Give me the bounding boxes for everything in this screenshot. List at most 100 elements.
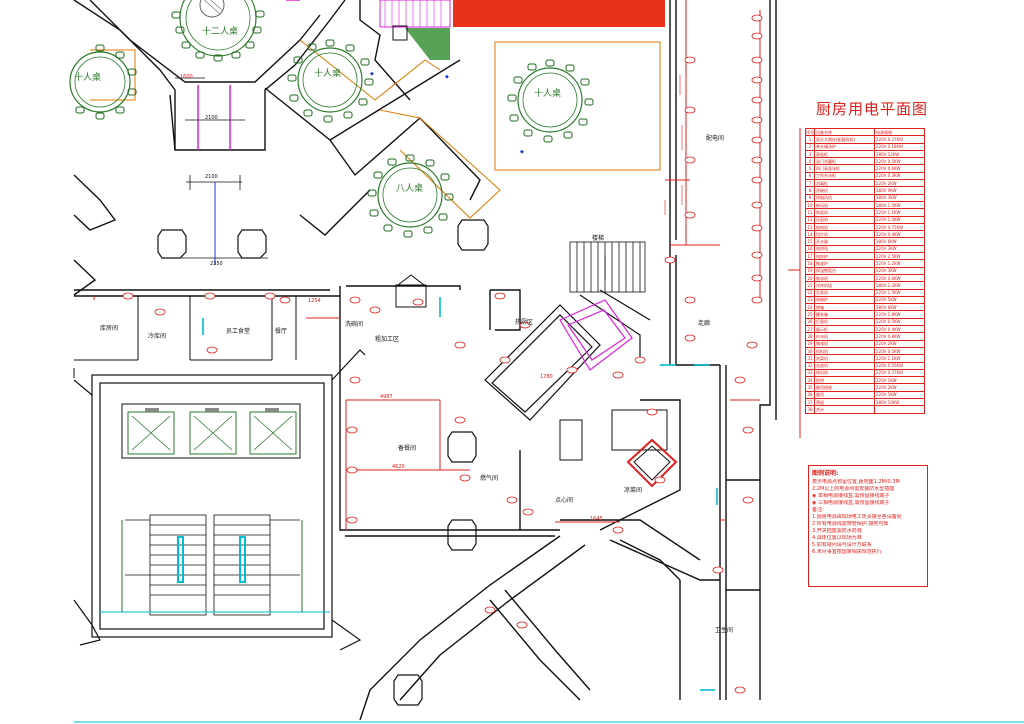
equipment-cell-no: 36: [805, 390, 815, 400]
equipment-cell-no: 16: [805, 244, 815, 254]
equipment-cell-spec: 380V 2.2KW: [874, 281, 925, 290]
equipment-cell-name: 工作台冰柜: [814, 171, 875, 181]
room-label-cooking: 热厨区: [515, 318, 533, 326]
outlet-markers: [122, 14, 763, 694]
equipment-cell-no: 25: [805, 310, 815, 319]
equipment-cell-no: 7: [805, 179, 815, 188]
table-label: 八人桌: [396, 182, 423, 194]
dimension-label: 2100: [205, 115, 218, 121]
equipment-cell-name: 和面机: [814, 208, 875, 217]
equipment-cell-spec: 220V 2KW: [874, 383, 925, 392]
table-label: 十二人桌: [202, 25, 238, 37]
equipment-cell-no: 24: [805, 303, 815, 312]
legend-line: 表示电源点预留位置,距地面1.2M/0.3M: [812, 479, 900, 485]
equipment-cell-spec: 220V 3KW: [874, 266, 925, 275]
equipment-cell-name: 蒸饭柜: [814, 149, 875, 159]
equipment-cell-name: 切片机: [814, 230, 875, 239]
dining-walls: [73, 0, 481, 296]
equipment-cell-spec: 380V 6KW: [874, 237, 925, 246]
room-label-dining: 餐厅: [275, 327, 287, 335]
room-label-cold-dish: 凉菜间: [624, 486, 642, 494]
columns: [157, 219, 489, 706]
legend-line: ◉ 三相电源接线盒,需预留接线端子: [812, 500, 890, 506]
equipment-cell-spec: 380V 3KW: [874, 193, 925, 202]
equipment-cell-spec: 220V 0.5KW: [874, 317, 925, 327]
equipment-cell-spec: [874, 405, 925, 414]
equipment-cell-spec: 220V 2KW: [874, 179, 925, 188]
prep-cabinet: [559, 299, 633, 371]
dining-table-2: 十人桌: [69, 44, 137, 120]
equipment-cell-no: 13: [805, 222, 815, 232]
equipment-cell-no: 15: [805, 237, 815, 246]
equipment-cell-spec: 220V 0.4KW: [874, 324, 925, 334]
equipment-cell-spec: 220V 1.1KW: [874, 208, 925, 217]
stairs-symbol: [569, 241, 646, 293]
equipment-cell-no: 33: [805, 368, 815, 378]
equipment-cell-name: 预留: [814, 397, 875, 407]
equipment-cell-spec: 220V 0.4KW: [874, 230, 925, 239]
equipment-cell-no: 1: [805, 135, 815, 144]
room-label-gas-room: 燃气间: [480, 474, 498, 482]
equipment-cell-name: 打蛋机: [814, 317, 875, 327]
equipment-cell-no: 31: [805, 354, 815, 363]
equipment-cell-no: 20: [805, 273, 815, 283]
room-label-prep: 粗加工区: [375, 335, 399, 343]
equipment-cell-name: 排烟风机: [814, 193, 875, 202]
dimension-label: 4987: [380, 394, 393, 400]
equipment-cell-name: 备用: [814, 390, 875, 400]
equipment-cell-no: 35: [805, 383, 815, 392]
room-label-staff-room: 员工食堂: [226, 327, 250, 335]
equipment-cell-name: 四门高身冰柜: [814, 164, 875, 173]
equipment-cell-no: 38: [805, 405, 815, 414]
equipment-cell-no: 34: [805, 376, 815, 385]
equipment-cell-name: 醒发箱: [814, 310, 875, 319]
equipment-cell-spec: 220V 0.5KW: [874, 346, 925, 356]
dimension-label: 2100: [205, 174, 218, 180]
equipment-cell-spec: 220V 1KW: [874, 376, 925, 385]
room-label-distribution: 配电间: [706, 134, 724, 142]
equipment-cell-spec: 电源规格: [874, 127, 925, 137]
table-label: 十人桌: [534, 87, 561, 99]
dimension-label: 2350: [210, 261, 223, 267]
equipment-cell-no: 2: [805, 142, 815, 151]
equipment-cell-spec: 220V 2.5KW: [874, 252, 925, 261]
elevators: [121, 403, 301, 459]
legend-line: 2.2M以上的电源点需安装防水型插座: [812, 486, 895, 492]
room-label-stairs: 楼梯: [592, 234, 604, 242]
legend-title: 图例说明:: [812, 470, 839, 477]
equipment-cell-no: 14: [805, 230, 815, 239]
room-label-dessert: 点心间: [555, 496, 573, 504]
dining-table-5: 八人桌: [367, 154, 454, 238]
equipment-cell-no: 17: [805, 252, 815, 261]
equipment-cell-spec: 380V 1.5KW: [874, 200, 925, 210]
equipment-cell-no: 9: [805, 193, 815, 202]
equipment-row: 序号设备名称电源规格: [805, 127, 925, 137]
equipment-cell-no: 23: [805, 295, 815, 305]
equipment-cell-spec: 220V 0.5KW: [874, 157, 925, 166]
dining-table-1: 十二人桌: [171, 0, 265, 62]
equipment-cell-no: 37: [805, 397, 815, 407]
equipment-cell-name: 电磁炉: [814, 295, 875, 305]
equipment-cell-spec: 220V 1.8KW: [874, 310, 925, 319]
room-label-toilet: 卫生间: [715, 626, 733, 634]
